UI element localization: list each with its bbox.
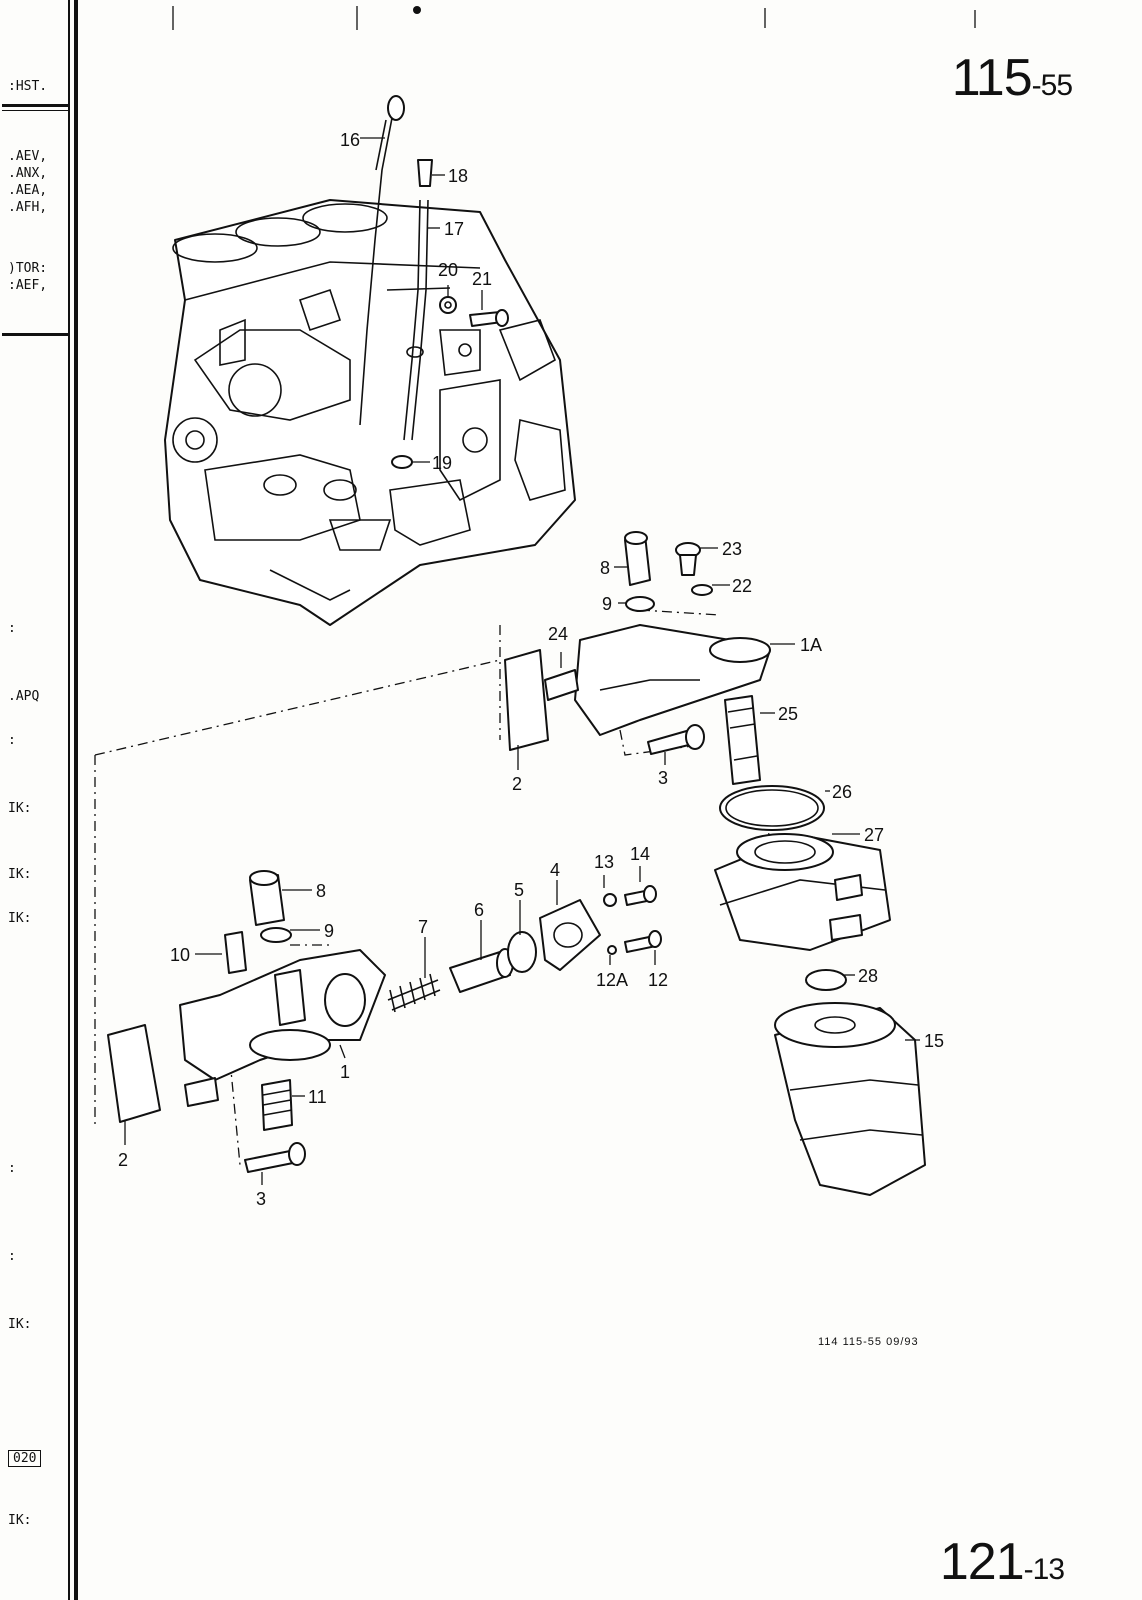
sidebar-code: .AEA,: [8, 183, 48, 198]
oil-pressure-switch: [624, 531, 651, 586]
threaded-nipple: [724, 695, 761, 785]
oil-filter-bracket-lower: [107, 949, 386, 1123]
sidebar-divider: [2, 333, 68, 336]
union-nut: [805, 969, 847, 991]
washer: [439, 296, 457, 314]
registration-marks: [172, 6, 976, 30]
page-number: 115-55: [951, 49, 1073, 107]
seal: [260, 927, 292, 943]
callout-16: 16: [340, 130, 360, 150]
callout-25: 25: [778, 704, 798, 724]
spring: [261, 1079, 293, 1131]
callout-1A: 1A: [800, 635, 822, 655]
sidebar-label: IK:: [8, 801, 32, 816]
oil-pressure-switch: [249, 870, 285, 926]
margin-rule: [74, 0, 78, 1600]
callout-1: 1: [340, 1062, 350, 1082]
callout-18: 18: [448, 166, 468, 186]
sidebar-label: :: [8, 1161, 16, 1176]
oil-filter-bracket-upper: [504, 624, 771, 755]
sidebar-label: :: [8, 621, 16, 636]
callout-28: 28: [858, 966, 878, 986]
callout-6: 6: [474, 900, 484, 920]
sidebar-label: IK:: [8, 1317, 32, 1332]
callout-3: 3: [658, 768, 668, 788]
sidebar-label: :: [8, 733, 16, 748]
callout-23: 23: [722, 539, 742, 559]
callout-24: 24: [548, 624, 568, 644]
sidebar-code: .AEV,: [8, 149, 48, 164]
callout-7: 7: [418, 917, 428, 937]
callout-26: 26: [832, 782, 852, 802]
oil-cooler-seal: [719, 785, 825, 831]
sidebar-boxed-code: 020: [8, 1450, 42, 1467]
o-ring: [391, 455, 413, 469]
oil-filter: [774, 1002, 926, 1196]
seal: [625, 596, 655, 612]
sidebar-code: .AFH,: [8, 200, 48, 215]
callout-11: 11: [308, 1087, 327, 1107]
footer-page-number: 121-13: [939, 1533, 1065, 1591]
callout-27: 27: [864, 825, 884, 845]
engine-block: [164, 199, 576, 626]
assembly-lines: [94, 609, 771, 1166]
callout-4: 4: [550, 860, 560, 880]
margin-rule: [68, 0, 70, 1600]
bolt: [469, 309, 509, 327]
sidebar-label: IK:: [8, 1513, 32, 1528]
sidebar-label: :: [8, 1249, 16, 1264]
leader-lines: [124, 137, 920, 1185]
callout-8: 8: [316, 881, 326, 901]
seal: [691, 584, 713, 596]
callout-9: 9: [602, 594, 612, 614]
sidebar-label: IK:: [8, 867, 32, 882]
bolt: [624, 885, 657, 906]
callout-3: 3: [256, 1189, 266, 1209]
sidebar-label: IK:: [8, 911, 32, 926]
sidebar-heading: :HST.: [8, 79, 48, 94]
sidebar-divider: [2, 104, 68, 107]
sidebar-motor-code: :AEF,: [8, 278, 48, 293]
callout-19: 19: [432, 453, 452, 473]
cap: [507, 931, 537, 973]
callout-21: 21: [472, 269, 492, 289]
callout-9: 9: [324, 921, 334, 941]
sidebar-motor-label: )TOR:: [8, 261, 48, 276]
bolt: [624, 930, 662, 953]
callout-10: 10: [170, 945, 190, 965]
callout-5: 5: [514, 880, 524, 900]
callout-20: 20: [438, 260, 458, 280]
callout-12A: 12A: [596, 970, 628, 990]
callout-13: 13: [594, 852, 614, 872]
valve-spring: [387, 973, 441, 1013]
dipstick: [359, 95, 405, 426]
sensor: [224, 931, 247, 974]
sidebar-info: :HST. .AEV, .ANX, .AEA, .AFH, )TOR: :AEF…: [2, 0, 72, 1600]
callout-8: 8: [600, 558, 610, 578]
callout-2: 2: [118, 1150, 128, 1170]
clip: [607, 945, 617, 955]
callout-2: 2: [512, 774, 522, 794]
bolt: [244, 1142, 306, 1173]
oil-cooler: [714, 833, 891, 951]
callout-12: 12: [648, 970, 668, 990]
callout-15: 15: [924, 1031, 944, 1051]
sealing-plug: [675, 542, 701, 576]
sidebar-divider: [2, 110, 68, 111]
callout-labels: 16 18 17 20 21 19 8 23 22 9 24 1A 25 2 3…: [118, 130, 944, 1209]
callout-14: 14: [630, 844, 650, 864]
cover: [539, 899, 601, 971]
sidebar-label: .APQ: [8, 689, 40, 704]
sidebar-code: .ANX,: [8, 166, 48, 181]
callout-17: 17: [444, 219, 464, 239]
washer: [603, 893, 617, 907]
callout-22: 22: [732, 576, 752, 596]
drawing-reference: 114 115-55 09/93: [818, 1336, 919, 1348]
dipstick-guide-tube: [386, 159, 451, 441]
